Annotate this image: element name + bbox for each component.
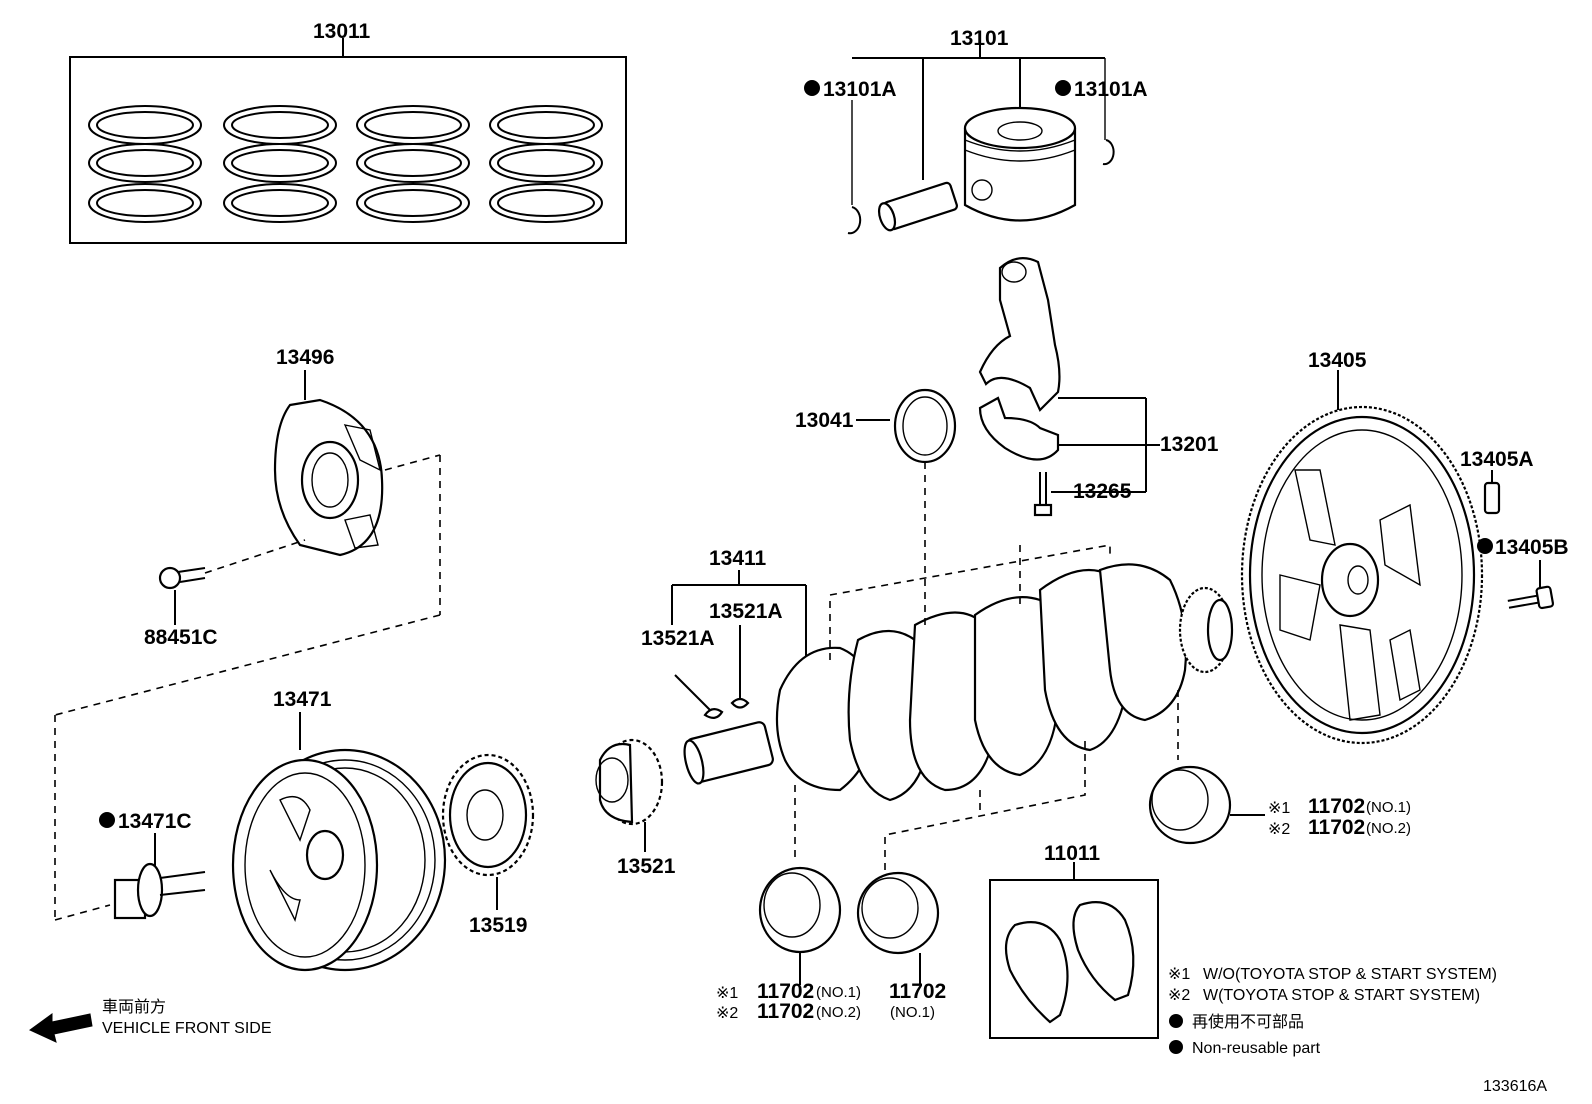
nonreusable-dot	[1477, 538, 1493, 554]
label-11011: 11011	[1044, 842, 1100, 865]
label-13011: 13011	[313, 20, 371, 43]
diagram-id: 133616A	[1483, 1078, 1547, 1095]
legend-dot	[1169, 1040, 1183, 1054]
label-no1: (NO.1)	[1366, 799, 1411, 816]
nonreusable-dot	[1055, 80, 1071, 96]
label-13496: 13496	[276, 346, 334, 369]
part-labels: 13011 13101 13101A 13101A 13496 13405 13…	[99, 20, 1569, 1095]
label-13405: 13405	[1308, 349, 1367, 372]
legend-nonreusable-en: Non-reusable part	[1192, 1040, 1321, 1057]
label-11702-c: 11702	[757, 980, 814, 1003]
label-13405A: 13405A	[1460, 448, 1534, 471]
label-11702-d: 11702	[757, 1000, 814, 1023]
label-13405B: 13405B	[1495, 536, 1569, 559]
legend-dot	[1169, 1014, 1183, 1028]
legend-nonreusable-jp: 再使用不可部品	[1192, 1013, 1304, 1031]
label-11702-a: 11702	[1308, 795, 1365, 818]
label-no2: (NO.2)	[816, 1004, 861, 1021]
label-13041: 13041	[795, 409, 854, 432]
label-13521A-upper: 13521A	[709, 600, 783, 623]
label-11702-e: 11702	[889, 980, 946, 1003]
piston-ring-set	[69, 38, 627, 244]
label-13201: 13201	[1160, 433, 1219, 456]
main-bearings	[758, 765, 1265, 985]
label-13471C: 13471C	[118, 810, 192, 833]
note2-marker: ※2	[1268, 821, 1290, 838]
legend-note2: W(TOYOTA STOP & START SYSTEM)	[1203, 987, 1480, 1004]
label-13519: 13519	[469, 914, 527, 937]
flywheel	[1240, 370, 1555, 745]
front-side-en: VEHICLE FRONT SIDE	[102, 1020, 272, 1037]
legend-note1-marker: ※1	[1168, 966, 1190, 983]
label-11702-b: 11702	[1308, 816, 1365, 839]
label-13521: 13521	[617, 855, 676, 878]
front-side-jp: 車両前方	[102, 998, 166, 1016]
timing-gear	[441, 753, 535, 910]
label-no1: (NO.1)	[890, 1004, 935, 1021]
crank-sprocket	[595, 738, 664, 852]
note2-marker: ※2	[716, 1005, 738, 1022]
label-no1: (NO.1)	[816, 984, 861, 1001]
crankshaft-pulley	[54, 712, 447, 972]
thrust-washer-set	[989, 862, 1159, 1039]
label-13521A-lower: 13521A	[641, 627, 715, 650]
label-13411: 13411	[709, 547, 767, 570]
label-no2: (NO.2)	[1366, 820, 1411, 837]
nonreusable-dot	[804, 80, 820, 96]
label-13471: 13471	[273, 688, 332, 711]
piston-sub-assy	[847, 45, 1115, 235]
label-13101: 13101	[950, 27, 1009, 50]
note1-marker: ※1	[1268, 800, 1290, 817]
legend-note1: W/O(TOYOTA STOP & START SYSTEM)	[1203, 966, 1497, 983]
vehicle-front-arrow	[29, 1013, 93, 1043]
crank-angle-plate	[54, 370, 441, 716]
nonreusable-dot	[99, 812, 115, 828]
label-88451C: 88451C	[144, 626, 218, 649]
label-13265: 13265	[1073, 480, 1132, 503]
label-13101A-right: 13101A	[1074, 78, 1148, 101]
label-13101A-left: 13101A	[823, 78, 897, 101]
legend-note2-marker: ※2	[1168, 987, 1190, 1004]
crankshaft	[671, 462, 1234, 870]
connecting-rod	[856, 257, 1160, 517]
note1-marker: ※1	[716, 985, 738, 1002]
